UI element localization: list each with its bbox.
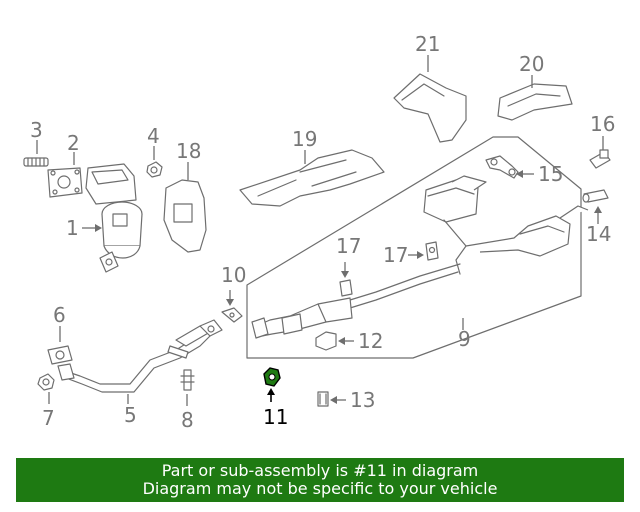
part-10-gasket[interactable] — [221, 307, 243, 323]
part-13-bolt[interactable] — [317, 391, 329, 407]
part-8-bolt[interactable] — [180, 369, 195, 391]
banner-line-1: Part or sub-assembly is #11 in diagram — [161, 461, 479, 480]
part-19-underbody-heat-shield[interactable] — [239, 149, 385, 207]
callout-17b[interactable]: 17 — [383, 243, 408, 267]
callout-5[interactable]: 5 — [124, 403, 137, 427]
callout-18[interactable]: 18 — [176, 139, 201, 163]
callout-15[interactable]: 15 — [538, 162, 563, 186]
callout-1[interactable]: 1 — [66, 216, 79, 240]
callout-12[interactable]: 12 — [358, 329, 383, 353]
callout-7[interactable]: 7 — [42, 406, 55, 430]
callout-3[interactable]: 3 — [30, 118, 43, 142]
part-6-gasket[interactable] — [47, 345, 73, 365]
part-21-heat-shield[interactable] — [393, 73, 467, 143]
part-18-heat-shield[interactable] — [163, 179, 207, 253]
part-15-hanger[interactable] — [485, 155, 519, 179]
callout-8[interactable]: 8 — [181, 408, 194, 432]
callout-11[interactable]: 11 — [263, 405, 288, 429]
callout-10[interactable]: 10 — [221, 263, 246, 287]
callout-6[interactable]: 6 — [53, 303, 66, 327]
part-20-heat-shield[interactable] — [497, 83, 573, 121]
part-17-insulator-lower[interactable] — [339, 279, 353, 297]
banner-line-2: Diagram may not be specific to your vehi… — [142, 479, 498, 498]
part-3-stud[interactable] — [23, 157, 49, 167]
part-1-catalytic-converter[interactable] — [85, 163, 143, 273]
part-4-nut[interactable] — [146, 161, 163, 178]
callout-17a[interactable]: 17 — [336, 234, 361, 258]
callout-21[interactable]: 21 — [415, 32, 440, 56]
part-14-tailpipe[interactable] — [582, 189, 609, 203]
callout-14[interactable]: 14 — [586, 222, 611, 246]
part-info-banner: Part or sub-assembly is #11 in diagram D… — [16, 458, 624, 502]
callout-4[interactable]: 4 — [147, 124, 160, 148]
callout-20[interactable]: 20 — [519, 52, 544, 76]
part-7-nut[interactable] — [37, 373, 55, 391]
callout-2[interactable]: 2 — [67, 131, 80, 155]
part-5-front-pipe[interactable] — [57, 319, 223, 393]
part-11-insulator-highlighted[interactable] — [263, 367, 281, 387]
exhaust-assembly-outline — [246, 136, 582, 359]
callout-13[interactable]: 13 — [350, 388, 375, 412]
callout-19[interactable]: 19 — [292, 127, 317, 151]
part-2-gasket[interactable] — [47, 167, 83, 198]
callout-9[interactable]: 9 — [458, 327, 471, 351]
part-9-muffler-assembly[interactable] — [251, 175, 589, 339]
part-16-bolt[interactable] — [589, 149, 611, 169]
part-12-gasket[interactable] — [315, 331, 337, 351]
part-17-insulator-upper[interactable] — [425, 241, 439, 261]
callout-16[interactable]: 16 — [590, 112, 615, 136]
